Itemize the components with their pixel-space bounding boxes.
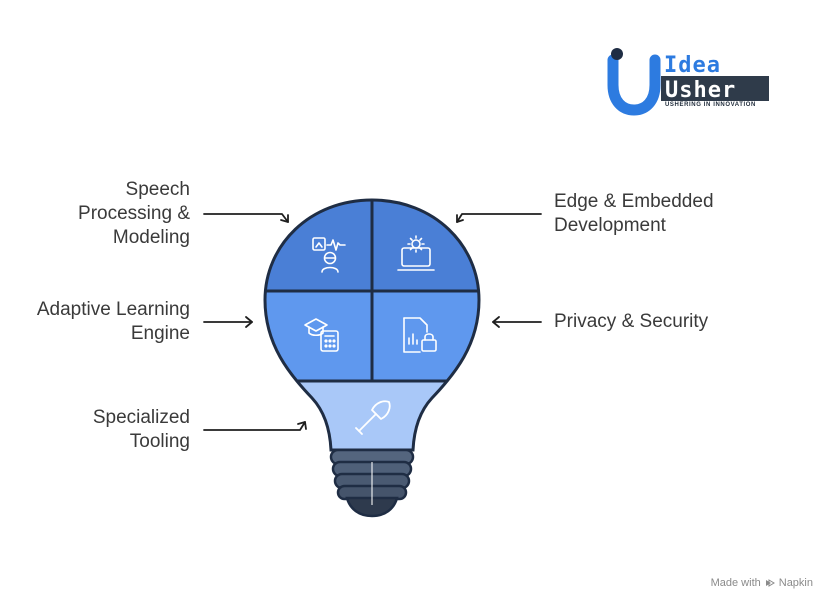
segment-edge <box>372 200 479 291</box>
label-tooling-line-1: Specialized <box>92 407 190 428</box>
segment-speech <box>265 200 372 291</box>
label-speech-line-2: Processing & <box>78 203 190 224</box>
label-privacy-line-1: Privacy & Security <box>554 311 709 332</box>
arrow-adaptive <box>203 316 253 328</box>
waveform-person-icon <box>312 237 346 273</box>
label-edge-line-1: Edge & Embedded <box>554 191 714 212</box>
label-tooling: Specialized Tooling <box>93 406 190 454</box>
label-speech: Speech Processing & Modeling <box>78 178 190 250</box>
label-speech-line-1: Speech <box>125 179 190 200</box>
label-tooling-line-2: Tooling <box>129 431 190 452</box>
logo-line1: Idea <box>664 53 721 78</box>
made-with-text: Made with <box>710 577 761 589</box>
label-privacy: Privacy & Security <box>554 310 708 334</box>
bulb-base <box>329 448 415 518</box>
logo-tagline: USHERING IN INNOVATION <box>665 102 756 108</box>
document-chart-lock-icon <box>403 317 437 353</box>
label-adaptive-line-2: Engine <box>130 323 190 344</box>
napkin-brand: Napkin <box>778 577 813 589</box>
arrow-privacy <box>492 316 542 328</box>
connector-arrows <box>203 213 542 431</box>
arrow-edge <box>456 213 542 223</box>
label-edge-line-2: Development <box>554 215 666 236</box>
segment-privacy <box>372 291 479 381</box>
label-adaptive-line-1: Adaptive Learning <box>36 299 190 320</box>
arrow-tooling <box>203 421 307 431</box>
shovel-icon <box>355 400 391 435</box>
label-edge: Edge & Embedded Development <box>554 190 714 238</box>
logo-u-mark <box>607 54 661 116</box>
label-speech-line-3: Modeling <box>112 227 190 248</box>
napkin-credit[interactable]: Made with Napkin <box>711 577 813 589</box>
idea-usher-logo <box>607 48 769 116</box>
logo-usher-bg <box>661 76 769 101</box>
arrow-speech <box>203 213 289 223</box>
napkin-icon <box>765 579 775 587</box>
laptop-gear-icon <box>397 235 435 271</box>
label-adaptive: Adaptive Learning Engine <box>37 298 190 346</box>
logo-dot <box>611 48 623 60</box>
logo-line2: Usher <box>665 78 736 103</box>
graduation-cap-calculator-icon <box>304 318 339 352</box>
